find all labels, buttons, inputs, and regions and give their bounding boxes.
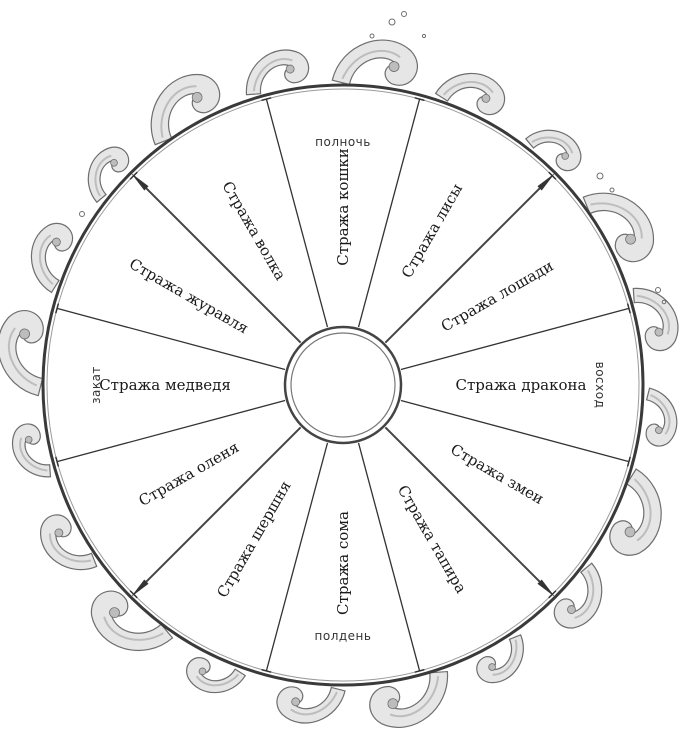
wave-curl (40, 514, 98, 571)
spray-bubble (401, 11, 407, 17)
divider-spoke (261, 442, 329, 673)
wave-curl (30, 222, 74, 294)
spray-bubble (609, 187, 615, 193)
cardinal-north: полночь (315, 135, 371, 149)
divider-spoke (55, 303, 286, 371)
divider-spoke (400, 399, 631, 467)
spray-bubble (369, 33, 375, 39)
wave-curl (434, 72, 506, 116)
wave-curl (331, 39, 418, 86)
cardinal-south: полдень (315, 629, 372, 643)
spray-bubble (661, 299, 667, 305)
wave-curl (632, 287, 679, 352)
ornamental-wave-border (0, 11, 679, 729)
watch-label: Стража кошки (334, 148, 352, 266)
spear-spoke (130, 426, 302, 598)
divider-spoke (55, 399, 286, 467)
hub-inner (290, 332, 396, 438)
spear-spoke (384, 172, 556, 344)
wave-curl (186, 657, 247, 694)
spear-spoke (130, 172, 302, 344)
cardinal-west: закат (89, 366, 103, 404)
wave-curl (276, 686, 346, 724)
spray-bubble (79, 211, 85, 217)
wave-curl (582, 192, 654, 263)
watch-label: Стража медведя (99, 376, 231, 394)
wave-curl (553, 562, 603, 629)
wave-curl (524, 129, 582, 172)
cardinal-east: восход (593, 362, 607, 409)
spear-spoke (384, 426, 556, 598)
divider-spoke (357, 97, 425, 328)
wave-curl (12, 423, 52, 478)
spray-bubble (596, 172, 604, 180)
divider-spokes (55, 97, 631, 673)
wave-curl (645, 387, 678, 447)
watch-label: Стража дракона (456, 376, 587, 394)
divider-spoke (357, 442, 425, 673)
spray-bubble (655, 287, 661, 293)
wave-curl (245, 49, 310, 96)
wave-curl (87, 146, 130, 204)
watch-label: Стража сома (334, 511, 352, 615)
wave-curl (609, 468, 662, 556)
spray-bubble (388, 18, 396, 26)
spray-bubble (421, 33, 427, 39)
wave-curl (476, 634, 524, 684)
outer-ring-inner-line (46, 88, 640, 682)
divider-spoke (400, 303, 631, 371)
wave-curl (150, 74, 221, 146)
wave-curl (0, 310, 44, 397)
divider-spoke (261, 97, 329, 328)
wave-curl (369, 670, 449, 729)
wave-curl (91, 590, 174, 652)
